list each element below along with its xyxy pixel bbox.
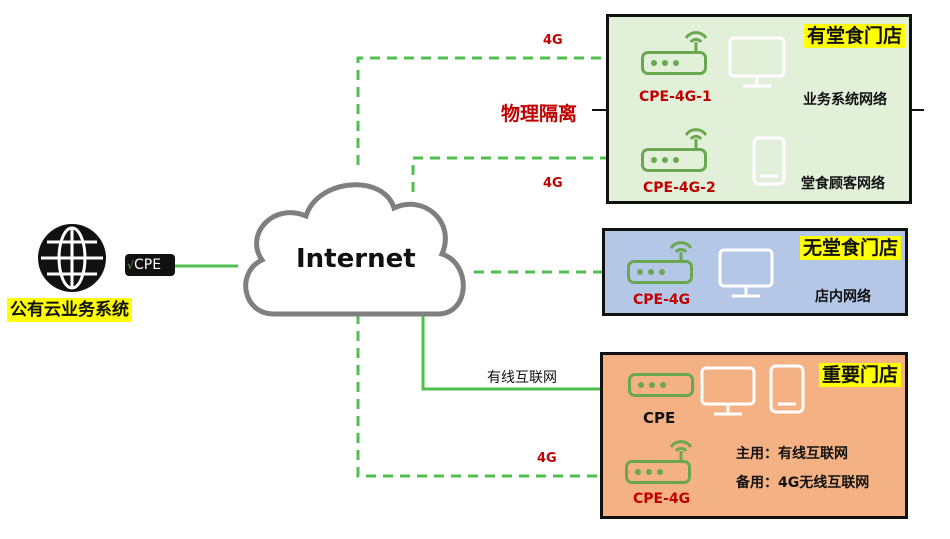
primary-link-label: 主用：有线互联网 (736, 446, 848, 462)
wifi-icon (669, 241, 693, 262)
router-icon (641, 148, 707, 172)
store-no-dine-in-title: 无堂食门店 (799, 236, 901, 260)
store-important-title: 重要门店 (818, 363, 901, 387)
router-icon (641, 51, 707, 75)
link-top-4g-label: 4G (543, 33, 563, 48)
router-icon (627, 260, 693, 284)
cpe-4g-1-label: CPE-4G-1 (639, 89, 712, 105)
router-icon (625, 460, 691, 484)
tablet-icon (769, 364, 805, 414)
store-dine-in-title: 有堂食门店 (803, 24, 905, 48)
link-bottom-4g-label: 4G (537, 451, 557, 466)
backup-link-label: 备用：4G无线互联网 (736, 475, 870, 491)
cloud-label: Internet (296, 244, 416, 274)
tablet-icon (752, 136, 786, 186)
guest-network-label: 堂食顾客网络 (801, 176, 885, 192)
wifi-icon (684, 31, 708, 52)
link-second-4g (411, 156, 610, 192)
wifi-icon (684, 128, 708, 149)
cpe-badge-check: √ (127, 259, 135, 272)
store-dine-in: 有堂食门店 CPE-4G-1 业务系统网络 CPE-4G-2 堂食顾客网络 (606, 14, 912, 204)
link-top-4g (356, 56, 610, 165)
link-bottom-4g (356, 314, 604, 478)
globe-icon (38, 224, 106, 292)
monitor-icon (718, 248, 774, 298)
router-icon (628, 373, 694, 397)
cloud-icon (243, 182, 466, 317)
wifi-icon (669, 440, 693, 461)
monitor-icon (728, 36, 786, 88)
link-wired (421, 314, 604, 391)
store-network-label: 店内网络 (815, 289, 871, 305)
cpe-badge: √CPE (125, 254, 175, 276)
cloud-system-label: 公有云业务系统 (7, 298, 132, 322)
store-important: 重要门店 CPE CPE-4G 主用：有线互联网 备用：4G无线互联网 (600, 352, 908, 519)
link-wired-label: 有线互联网 (487, 370, 557, 386)
link-second-4g-label: 4G (543, 176, 563, 191)
business-network-label: 业务系统网络 (803, 92, 887, 108)
store-no-dine-in: 无堂食门店 CPE-4G 店内网络 (602, 228, 908, 316)
cpe-4g-2-label: CPE-4G-2 (643, 180, 716, 196)
isolation-label: 物理隔离 (501, 103, 578, 125)
cpe-4g-label: CPE-4G (633, 292, 691, 308)
cpe-label: CPE (643, 409, 676, 427)
cpe-badge-label: CPE (134, 257, 162, 273)
monitor-icon (700, 366, 756, 416)
cpe-4g-label: CPE-4G (633, 491, 691, 507)
